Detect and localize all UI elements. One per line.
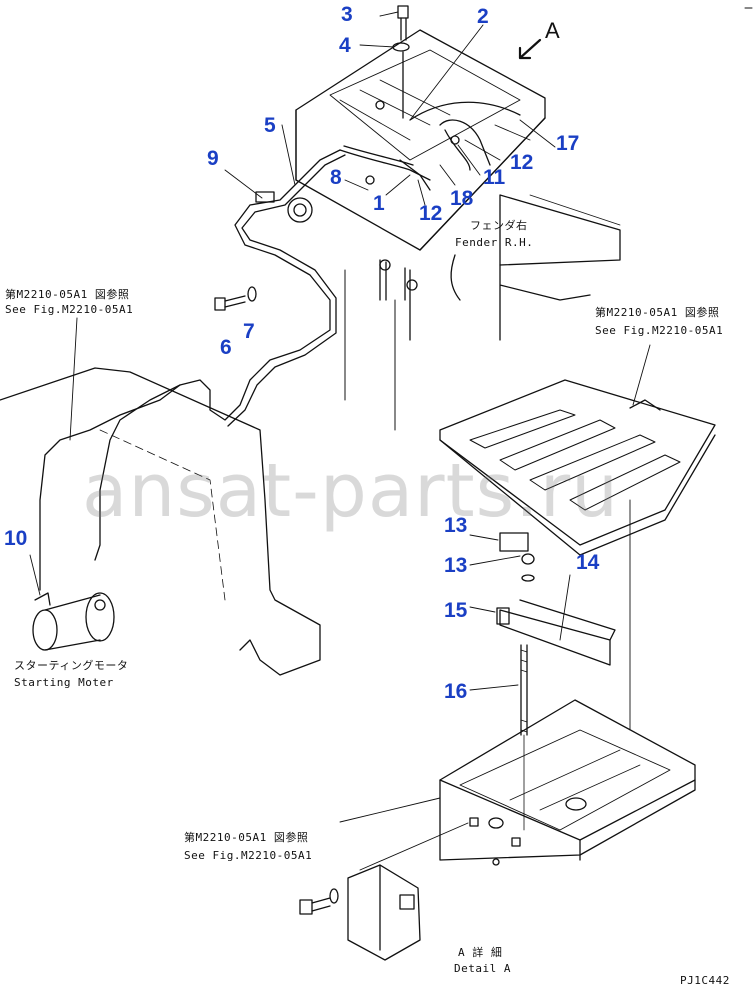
washer-4 [392, 42, 410, 52]
detail-label-jp: A 詳 細 [458, 946, 503, 959]
callout-12-a: 12 [510, 151, 534, 174]
battery-cover [439, 379, 716, 556]
battery-case [439, 499, 696, 866]
callout-18: 13 [444, 554, 468, 577]
battery-clamp [496, 599, 616, 666]
callout-7: 7 [243, 320, 255, 343]
starter-label-en: Starting Moter [14, 676, 114, 689]
washer-7 [247, 286, 257, 302]
ref-right-en: See Fig.M2210-05A1 [595, 324, 724, 337]
view-arrow [518, 38, 542, 60]
washer-18 [521, 574, 535, 582]
engine-body [0, 269, 396, 676]
callout-4: 4 [339, 34, 351, 57]
harness [39, 149, 346, 591]
watermark: ansat-parts.ru [82, 448, 620, 534]
fender-label-jp: フェンダ右 [470, 219, 528, 232]
callout-9: 9 [207, 147, 219, 170]
callout-11: 11 [483, 166, 506, 189]
cover-block [347, 864, 421, 961]
battery-tray-upper [295, 29, 546, 251]
callout-5: 5 [264, 114, 276, 137]
callout-12-b: 12 [419, 202, 443, 225]
callout-14: 14 [576, 551, 600, 574]
nut-17 [521, 553, 535, 565]
ref-top-left-en: See Fig.M2210-05A1 [5, 303, 134, 316]
detail-label-en: Detail A [454, 962, 511, 975]
callout-8: 8 [330, 166, 342, 189]
bolt-3 [397, 5, 409, 41]
view-label-a: A [545, 18, 560, 43]
ref-top-left-jp: 第M2210-05A1 図参照 [5, 288, 130, 301]
callout-3: 3 [341, 3, 353, 26]
part-17 [499, 532, 529, 552]
battery-cables [339, 101, 521, 191]
leader-lines [29, 11, 651, 871]
ref-bottom-en: See Fig.M2210-05A1 [184, 849, 313, 862]
callout-13-a: 17 [556, 132, 580, 155]
callout-17: 13 [444, 514, 468, 537]
starting-motor [32, 592, 115, 651]
ref-right-jp: 第M2210-05A1 図参照 [595, 306, 720, 319]
ref-bottom-jp: 第M2210-05A1 図参照 [184, 831, 309, 844]
drawing-code: PJ1C442 [680, 974, 730, 987]
callout-10: 10 [4, 527, 28, 550]
starter-label-jp: スターティングモータ [14, 659, 129, 672]
rod-16 [520, 644, 528, 831]
bolt-6 [214, 295, 246, 311]
callout-15: 15 [444, 599, 468, 622]
callout-16: 16 [444, 680, 468, 703]
callout-13-b: 18 [450, 187, 474, 210]
callout-2: 2 [477, 5, 489, 28]
callout-1: 1 [373, 192, 385, 215]
bolt-bottom [299, 888, 339, 915]
fender-rh [450, 194, 621, 341]
bracket [379, 259, 418, 341]
callout-6: 6 [220, 336, 232, 359]
fender-label-en: Fender R.H. [455, 236, 534, 249]
